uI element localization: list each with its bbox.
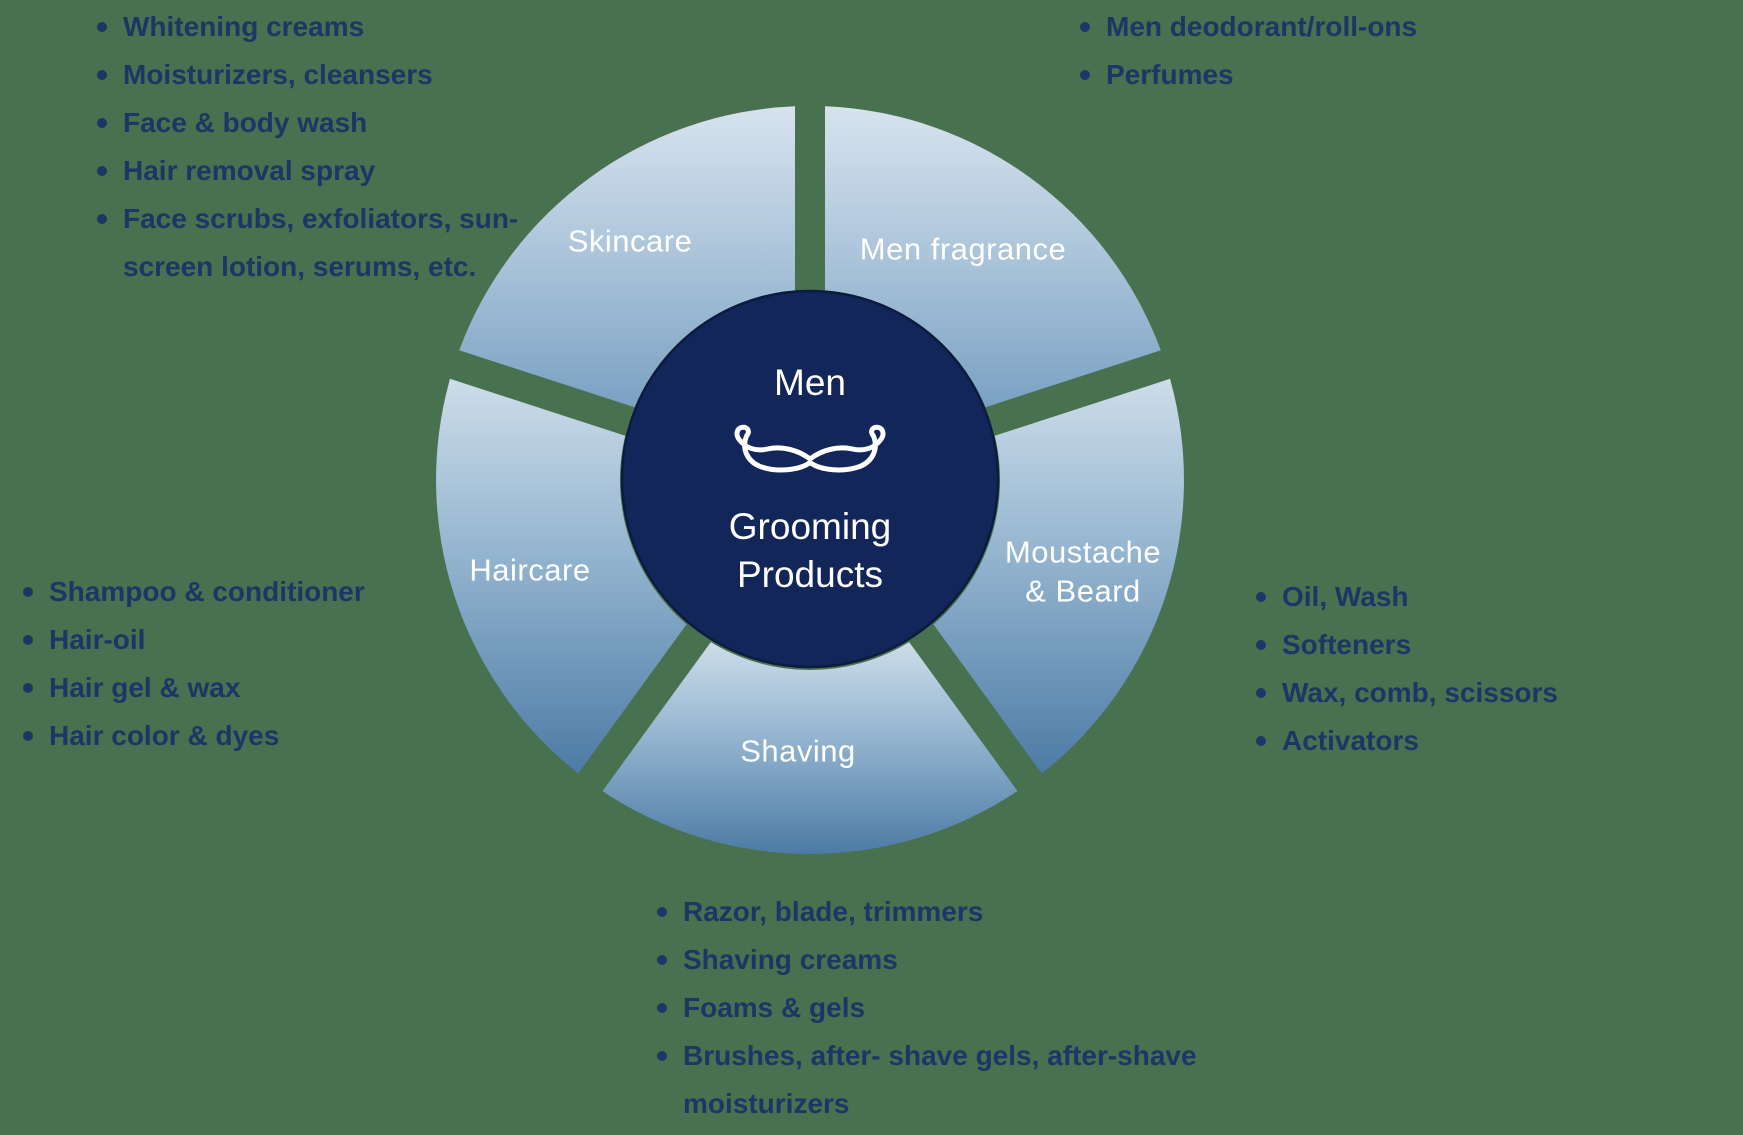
list-item: Hair color & dyes	[21, 712, 441, 760]
list-item-text: Hair removal spray	[123, 155, 376, 186]
list-item: Oil, Wash	[1254, 573, 1694, 621]
petal-label-moustache_beard: Moustache & Beard	[1004, 534, 1162, 608]
petal-skincare	[459, 106, 795, 408]
bullet-icon	[1256, 592, 1266, 602]
list-item: Whitening creams	[95, 3, 525, 51]
bullet-icon	[657, 1051, 667, 1061]
list-item-text: Moisturizers, cleansers	[123, 59, 433, 90]
bullet-icon	[97, 166, 107, 176]
list-item: Hair removal spray	[95, 147, 525, 195]
bullet-icon	[23, 683, 33, 693]
petal-shaving	[602, 642, 1018, 854]
bullet-icon	[1256, 640, 1266, 650]
bullet-icon	[23, 587, 33, 597]
list-item-text: Shampoo & conditioner	[49, 576, 365, 607]
center-circle	[620, 289, 1000, 669]
list-item-text: Face & body wash	[123, 107, 368, 138]
list-item: Shampoo & conditioner	[21, 568, 441, 616]
list-item-text: Oil, Wash	[1282, 581, 1409, 612]
petal-label-shaving: Shaving	[740, 733, 856, 769]
list-item-text: Hair-oil	[49, 624, 146, 655]
list-item: Face scrubs, exfoliators, sun- screen lo…	[95, 195, 525, 291]
list-item-text: Hair gel & wax	[49, 672, 241, 703]
list-item-text: Face scrubs, exfoliators, sun- screen lo…	[123, 203, 519, 282]
petal-label-skincare: Skincare	[567, 223, 693, 259]
wheel-petals	[436, 106, 1184, 854]
list-item: Perfumes	[1078, 51, 1518, 99]
list-item-text: Whitening creams	[123, 11, 365, 42]
list-item-text: Foams & gels	[683, 992, 866, 1023]
list-item: Face & body wash	[95, 99, 525, 147]
moustache-icon	[715, 421, 905, 477]
bullet-icon	[657, 1003, 667, 1013]
list-item-text: Razor, blade, trimmers	[683, 896, 984, 927]
list-item-text: Wax, comb, scissors	[1282, 677, 1558, 708]
petal-moustache_beard	[933, 378, 1184, 774]
petal-haircare	[436, 378, 687, 774]
bullet-icon	[1080, 70, 1090, 80]
list-item-text: Softeners	[1282, 629, 1412, 660]
list-item: Foams & gels	[655, 984, 1215, 1032]
bullet-icon	[97, 70, 107, 80]
bullet-icon	[657, 907, 667, 917]
list-item-text: Hair color & dyes	[49, 720, 280, 751]
bullet-icon	[97, 22, 107, 32]
petal-label-haircare: Haircare	[469, 552, 591, 588]
center-title: Men	[774, 362, 846, 403]
list-item: Hair-oil	[21, 616, 441, 664]
list-item: Razor, blade, trimmers	[655, 888, 1215, 936]
list-item-text: Shaving creams	[683, 944, 898, 975]
list-item-text: Men deodorant/roll-ons	[1106, 11, 1418, 42]
list-item-text: Perfumes	[1106, 59, 1234, 90]
list-item: Activators	[1254, 717, 1694, 765]
center-badge: Men Grooming Products	[670, 359, 950, 599]
bullet-icon	[23, 635, 33, 645]
list-item: Softeners	[1254, 621, 1694, 669]
list-item: Hair gel & wax	[21, 664, 441, 712]
list-item: Wax, comb, scissors	[1254, 669, 1694, 717]
petal-men_fragrance	[825, 106, 1161, 408]
list-item: Shaving creams	[655, 936, 1215, 984]
bullet-icon	[1256, 688, 1266, 698]
list-item: Men deodorant/roll-ons	[1078, 3, 1518, 51]
bullet-icon	[1256, 736, 1266, 746]
list-item: Brushes, after- shave gels, after-shave …	[655, 1032, 1215, 1128]
bullet-icon	[23, 731, 33, 741]
list-item-text: Brushes, after- shave gels, after-shave …	[683, 1040, 1197, 1119]
bullet-icon	[657, 955, 667, 965]
list-item: Moisturizers, cleansers	[95, 51, 525, 99]
list-item-text: Activators	[1282, 725, 1419, 756]
bullet-icon	[97, 118, 107, 128]
center-subtitle: Grooming Products	[728, 506, 892, 595]
bullet-icon	[97, 214, 107, 224]
petal-label-men_fragrance: Men fragrance	[859, 231, 1067, 267]
bullet-icon	[1080, 22, 1090, 32]
